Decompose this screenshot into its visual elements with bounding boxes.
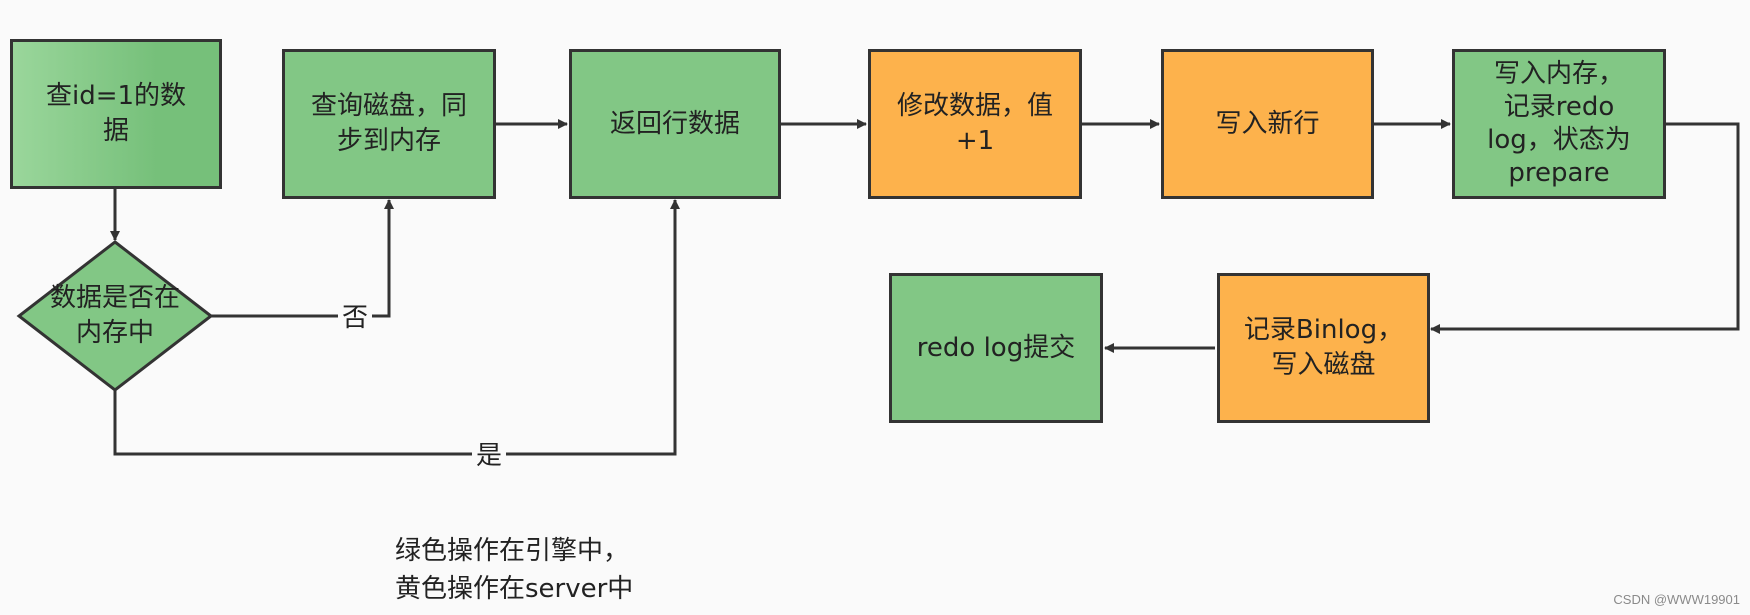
edge-decision-no-to-read-disk xyxy=(211,199,394,318)
edge-label-no: 否 xyxy=(338,303,373,333)
node-query-id1[interactable]: 查id=1的数 据 xyxy=(10,39,222,189)
edge-decision-yes-to-return-row xyxy=(113,199,680,456)
node-write-row[interactable]: 写入新行 xyxy=(1161,49,1374,199)
decision-diamond xyxy=(16,240,214,392)
node-return-row[interactable]: 返回行数据 xyxy=(569,49,781,199)
node-read-disk[interactable]: 查询磁盘，同 步到内存 xyxy=(282,49,496,199)
decision-label: 数据是否在 内存中 xyxy=(49,283,180,348)
edge-label-yes: 是 xyxy=(472,441,507,471)
legend-note: 绿色操作在引擎中， 黄色操作在server中 xyxy=(395,536,634,604)
node-modify-value[interactable]: 修改数据，值 +1 xyxy=(868,49,1082,199)
node-redo-commit[interactable]: redo log提交 xyxy=(889,273,1103,423)
watermark: CSDN @WWW19901 xyxy=(1613,592,1740,607)
node-binlog[interactable]: 记录Binlog， 写入磁盘 xyxy=(1217,273,1430,423)
node-redo-prepare[interactable]: 写入内存， 记录redo log，状态为 prepare xyxy=(1452,49,1666,199)
edge-redo-prepare-to-binlog xyxy=(1430,122,1740,334)
